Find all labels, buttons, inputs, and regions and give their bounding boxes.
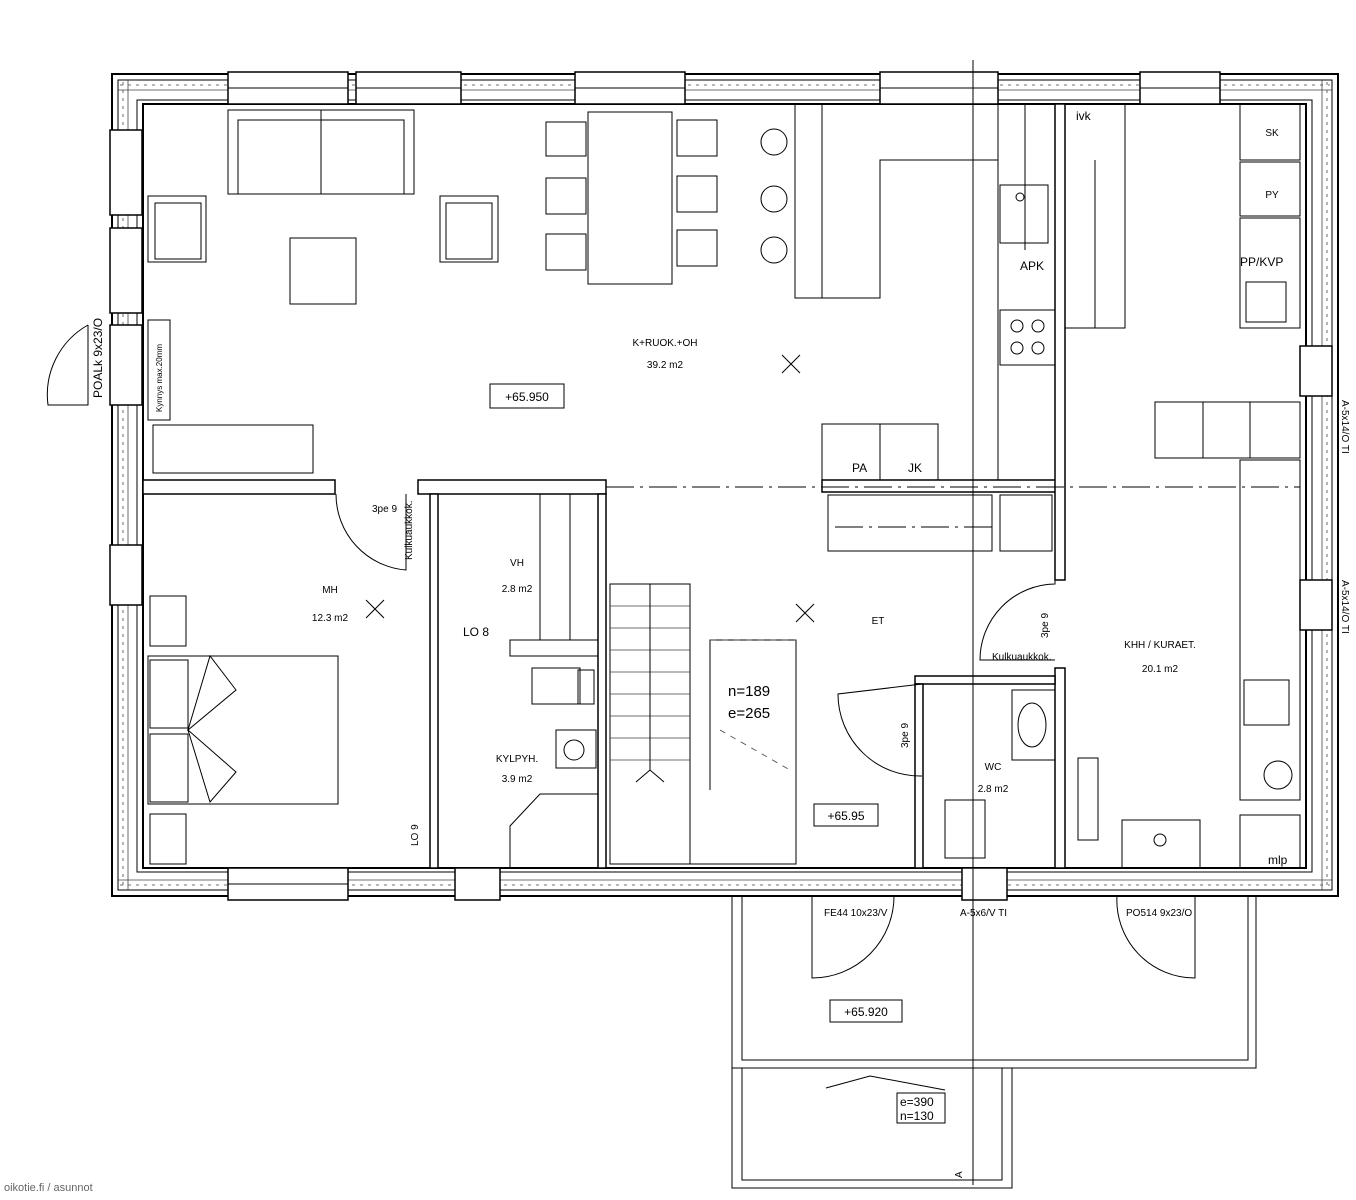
label-ivk: ivk [1076,109,1092,123]
wc-utility-fixtures [944,689,1201,869]
label-fe44: FE44 10x23/V [824,908,888,919]
outer-stair-n: n=130 [900,1109,934,1123]
light-fixture-icons [365,354,815,623]
label-a5x14-a: A-5x14/O TI [1339,400,1350,454]
label-pa: PA [852,461,867,475]
room-name-living: K+RUOK.+OH [632,338,697,349]
label-a5x14-b: A-5x14/O TI [1339,580,1350,634]
label-kulku-b: Kulkuaukkok. [992,652,1051,663]
room-name-bedroom: MH [322,585,338,596]
room-area-living: 39.2 m2 [647,360,684,371]
label-ppkvp: PP/KVP [1240,255,1283,269]
label-sk: SK [1265,128,1279,139]
room-area-bedroom: 12.3 m2 [312,613,349,624]
room-area-wc: 2.8 m2 [978,784,1009,795]
label-jk: JK [908,461,922,475]
living-furniture [147,103,1301,869]
room-name-hall: ET [872,616,885,627]
room-area-utility: 20.1 m2 [1142,664,1179,675]
label-mlp: mlp [1268,853,1288,867]
label-lo9: LO 9 [410,824,421,846]
level-porch: +65.920 [844,1005,888,1019]
bath-fixtures [509,493,599,868]
inner-stairs [609,583,797,865]
section-marker-a: A [954,1171,965,1178]
inner-stair-e: e=265 [728,705,770,722]
label-po514: PO514 9x23/O [1126,908,1192,919]
door-label-3pe9-b: 3pe 9 [1040,613,1051,638]
door-swings [46,324,1196,979]
interior-walls [142,103,1066,869]
label-kulku-a: Kulkuaukkok. [404,501,415,560]
room-labels: K+RUOK.+OH 39.2 m2 MH 12.3 m2 VH 2.8 m2 … [312,109,1288,867]
stair-notes: n=189 e=265 e=390 n=130 [728,683,946,1124]
room-area-bath: 3.9 m2 [502,774,533,785]
label-lo8: LO 8 [463,625,489,639]
door-label-3pe9-c: 3pe 9 [900,723,911,748]
windows [109,71,1333,901]
opening-labels: 3pe 9 Kulkuaukkok. 3pe 9 Kulkuaukkok. 3p… [91,318,1350,1178]
label-poalk: POALk 9x23/O [91,318,105,398]
room-name-utility: KHH / KURAET. [1124,640,1196,651]
label-kynnys: Kynnys max.20mm [155,344,164,412]
level-markers: +65.950 +65.95 +65.920 [489,383,903,1023]
door-label-3pe9-a: 3pe 9 [372,504,397,515]
outer-stair-e: e=390 [900,1095,934,1109]
room-name-wc: WC [985,762,1002,773]
level-hall: +65.95 [827,809,864,823]
porch [731,896,1257,1189]
room-name-bath: KYLPYH. [496,754,538,765]
room-area-wardrobe: 2.8 m2 [502,584,533,595]
inner-stair-n: n=189 [728,683,770,700]
room-name-wardrobe: VH [510,558,524,569]
label-py: PY [1265,190,1279,201]
level-main: +65.950 [505,390,549,404]
label-a5x6: A-5x6/V TI [960,908,1007,919]
source-footer: oikotie.fi / asunnot [4,1182,93,1194]
label-apk: APK [1020,259,1044,273]
bedroom-furniture [147,595,339,865]
